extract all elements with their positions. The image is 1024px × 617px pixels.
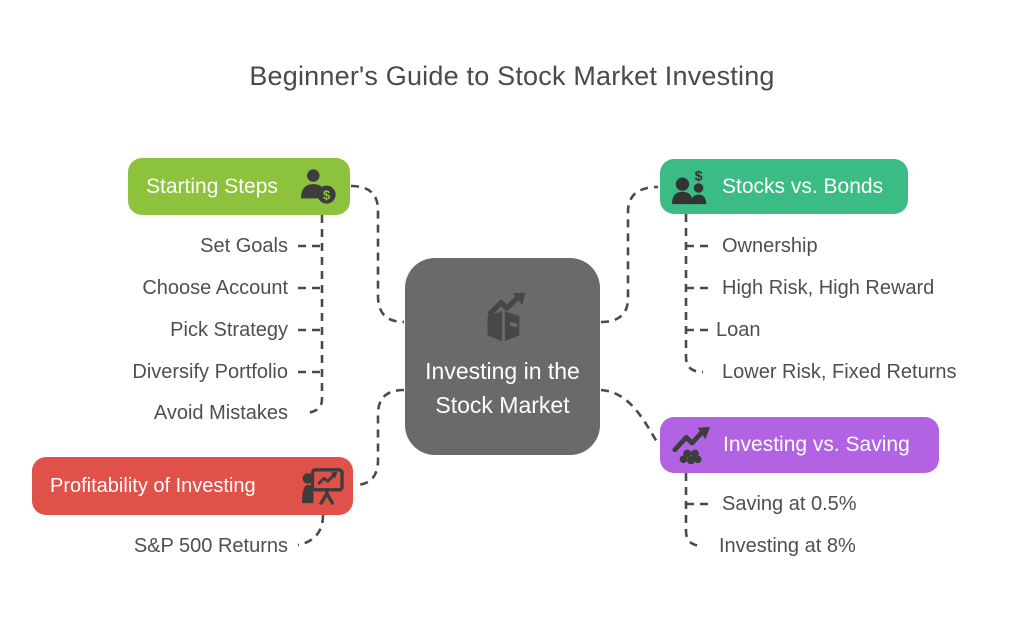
connector-center-profitability — [355, 388, 405, 487]
item-investing-rate: Investing at 8% — [719, 535, 856, 557]
item-avoid-mistakes: Avoid Mistakes — [153, 402, 288, 424]
center-node-label: Investing in the Stock Market — [425, 358, 580, 418]
branch-stocks-vs-bonds[interactable]: $ Stocks vs. Bonds — [660, 159, 908, 214]
branch-profitability-of-investing[interactable]: Profitability of Investing — [32, 457, 353, 515]
branch-profitability-label: Profitability of Investing — [50, 474, 256, 497]
item-pick-strategy: Pick Strategy — [170, 319, 288, 341]
bracket-investing-saving — [684, 473, 704, 548]
branch-investing-vs-saving[interactable]: Investing vs. Saving — [660, 417, 939, 473]
svg-text:$: $ — [695, 168, 703, 184]
page-title: Beginner's Guide to Stock Market Investi… — [249, 61, 775, 91]
item-saving-rate: Saving at 0.5% — [722, 493, 857, 515]
svg-text:$: $ — [323, 187, 331, 202]
connector-center-investing-saving — [600, 388, 660, 445]
connector-sp500 — [297, 514, 325, 547]
item-set-goals: Set Goals — [200, 235, 288, 257]
center-node-investing-in-stock-market[interactable]: Investing in the Stock Market — [405, 258, 600, 455]
bracket-starting-steps — [304, 215, 324, 415]
item-sp500-returns: S&P 500 Returns — [133, 535, 288, 557]
branch-investing-vs-saving-label: Investing vs. Saving — [723, 433, 910, 456]
presentation-chart-icon — [301, 466, 345, 506]
growth-grapes-icon — [670, 425, 714, 465]
box-growth-icon — [474, 291, 532, 350]
branch-stocks-vs-bonds-label: Stocks vs. Bonds — [722, 174, 884, 198]
bracket-stocks-bonds — [684, 214, 704, 374]
connector-center-starting-steps — [350, 184, 405, 324]
branch-starting-steps[interactable]: Starting Steps $ — [128, 158, 350, 215]
people-dollar-icon: $ — [670, 168, 712, 206]
item-lower-risk-fixed-returns: Lower Risk, Fixed Returns — [722, 361, 957, 383]
item-choose-account: Choose Account — [142, 277, 288, 299]
item-high-risk-high-reward: High Risk, High Reward — [722, 277, 935, 299]
connector-center-stocks-bonds — [600, 185, 659, 324]
item-ownership: Ownership — [722, 235, 818, 257]
branch-starting-steps-label: Starting Steps — [146, 174, 278, 198]
item-diversify-portfolio: Diversify Portfolio — [132, 361, 288, 383]
item-loan: Loan — [716, 319, 761, 341]
person-dollar-icon: $ — [298, 168, 340, 206]
